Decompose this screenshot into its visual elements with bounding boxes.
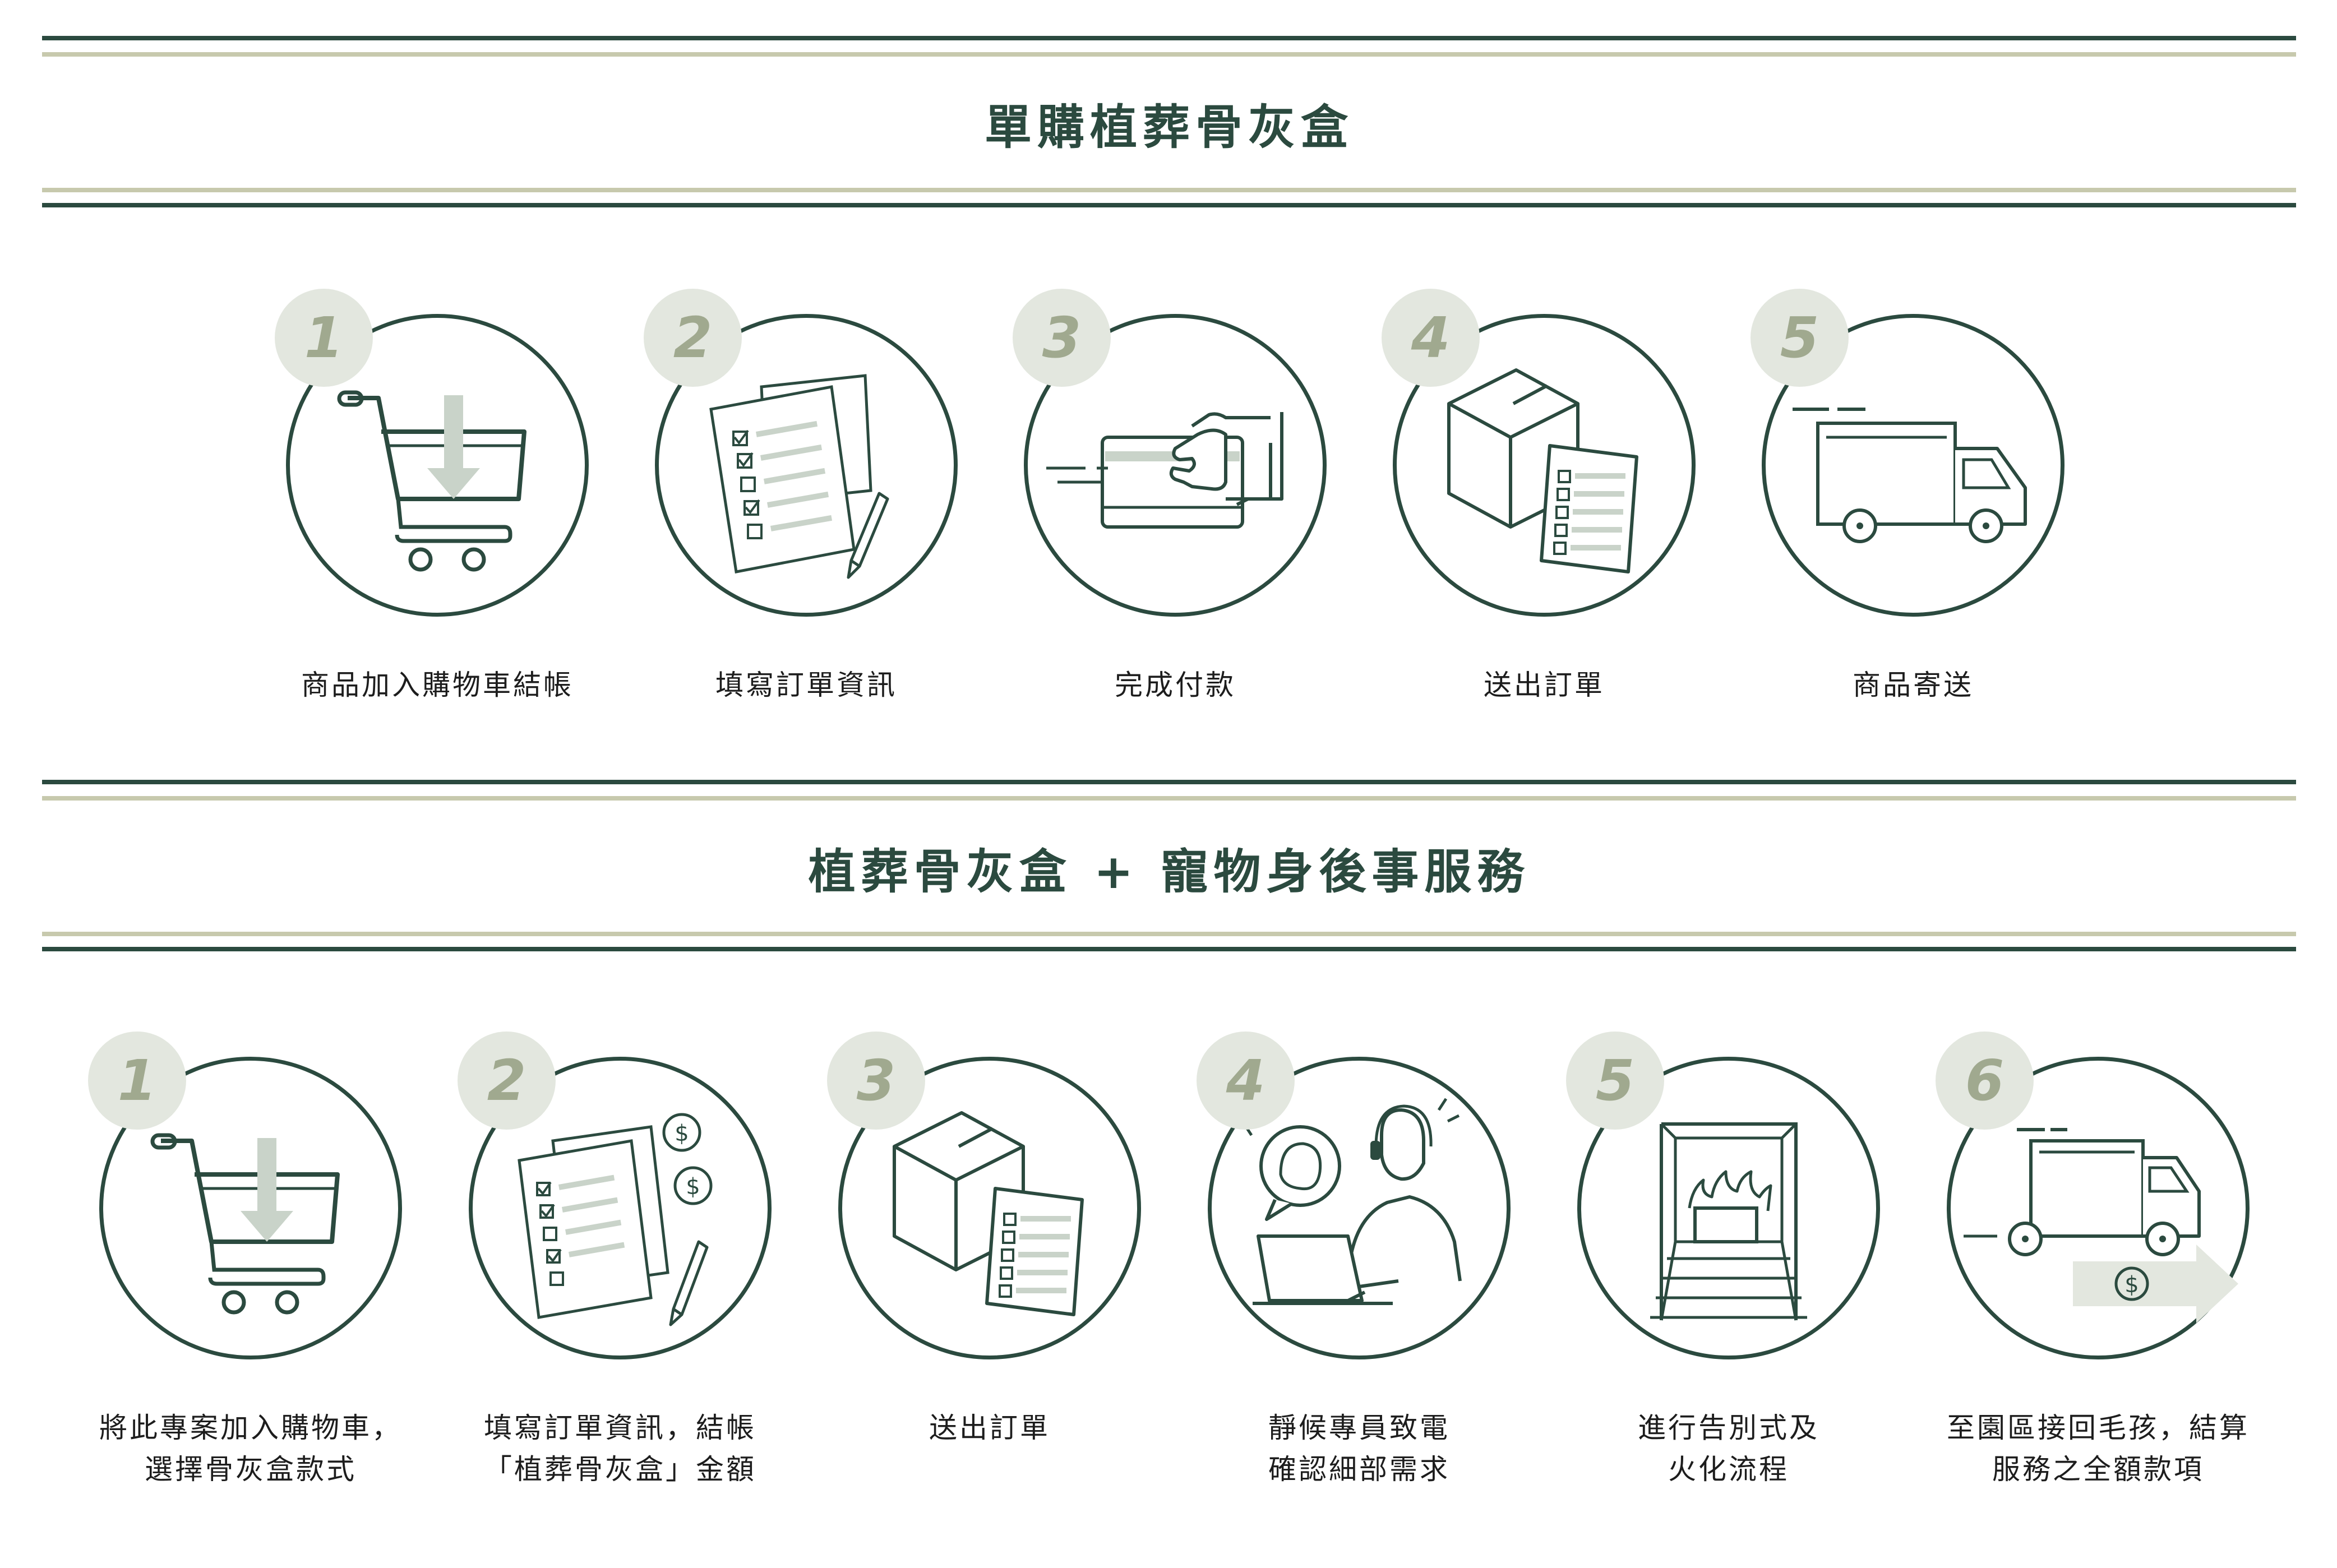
step-label-line: 火化流程 (1668, 1453, 1789, 1486)
step-number-badge: 5 (1566, 1032, 1664, 1130)
step-label-text: 填寫訂單資訊 (715, 669, 897, 701)
step-label: 靜候專員致電確認細部需求 (1180, 1407, 1539, 1490)
step-6: $6 (1936, 1032, 2250, 1359)
step-label-line: 將此專案加入購物車， (99, 1412, 402, 1444)
box-order-icon (1447, 368, 1638, 573)
step-number-badge: 1 (88, 1032, 186, 1130)
section2-top-rule-light (42, 796, 2296, 801)
shopping-cart-icon (150, 1133, 340, 1315)
step-number-badge: 1 (275, 289, 373, 387)
step-label: 填寫訂單資訊，結帳「植葬骨灰盒」金額 (441, 1407, 800, 1490)
step-label-line: 「植葬骨灰盒」金額 (484, 1453, 756, 1486)
step-3: 3 (1013, 289, 1327, 617)
step-label: 至園區接回毛孩，結算服務之全額款項 (1919, 1407, 2278, 1490)
step-label-line: 靜候專員致電 (1268, 1412, 1450, 1444)
step-label: 送出訂單 (1365, 664, 1724, 706)
step-3: 3 (827, 1032, 1141, 1359)
truck-payment-icon: $ (1964, 1128, 2238, 1323)
step-label-text: 商品加入購物車結帳 (301, 669, 574, 701)
step-1: 1 (88, 1032, 402, 1359)
step-label-text: 送出訂單 (1484, 669, 1605, 701)
step-4: 4 (1197, 1032, 1511, 1359)
section1-top-rule-dark (42, 36, 2296, 40)
step-2: $ $ 2 (458, 1032, 772, 1359)
section1-bottom-rule-dark (42, 203, 2296, 207)
step-label: 填寫訂單資訊 (627, 664, 986, 706)
step-label: 商品加入購物車結帳 (258, 664, 617, 706)
step-number-badge: 4 (1382, 289, 1480, 387)
step-number-badge: 2 (458, 1032, 556, 1130)
step-label-line: 服務之全額款項 (1992, 1453, 2204, 1486)
step-5: 5 (1751, 289, 2064, 617)
step-number-badge: 4 (1197, 1032, 1295, 1130)
step-label-line: 進行告別式及 (1638, 1412, 1819, 1444)
step-2: 2 (644, 289, 958, 617)
section2-title: 植葬骨灰盒 + 寵物身後事服務 (808, 844, 1530, 899)
customer-service-icon (1243, 1098, 1462, 1305)
step-label-line: 確認細部需求 (1268, 1453, 1450, 1486)
step-label: 送出訂單 (810, 1407, 1169, 1449)
section2-bottom-rule-light (42, 932, 2296, 936)
section2-top-rule-dark (42, 780, 2296, 784)
step-label-line: 送出訂單 (929, 1412, 1050, 1444)
section1-top-rule-light (42, 52, 2296, 57)
order-form-icon (709, 374, 889, 579)
step-number-badge: 5 (1751, 289, 1849, 387)
step-label-text: 商品寄送 (1853, 669, 1974, 701)
section1-title: 單購植葬骨灰盒 (984, 100, 1354, 155)
svg-text:$: $ (2124, 1272, 2139, 1298)
step-number-badge: 3 (1013, 289, 1111, 387)
section1-bottom-rule-light (42, 188, 2296, 192)
step-label: 完成付款 (996, 664, 1355, 706)
step-label-line: 填寫訂單資訊，結帳 (484, 1412, 756, 1444)
shopping-cart-icon (337, 390, 526, 572)
step-number-badge: 2 (644, 289, 742, 387)
step-label: 商品寄送 (1734, 664, 2093, 706)
section2-bottom-rule-dark (42, 947, 2296, 951)
step-number-badge: 3 (827, 1032, 925, 1130)
step-label: 將此專案加入購物車， 選擇骨灰盒款式 (71, 1407, 430, 1490)
cremation-icon (1650, 1122, 1807, 1321)
step-5: 5 (1566, 1032, 1880, 1359)
svg-text:$: $ (686, 1174, 700, 1200)
step-number-badge: 6 (1936, 1032, 2034, 1130)
step-label-line: 選擇骨灰盒款式 (145, 1453, 357, 1486)
step-label-text: 完成付款 (1115, 669, 1236, 701)
order-form-money-icon: $ $ (518, 1113, 713, 1326)
delivery-truck-icon (1793, 408, 2027, 543)
step-label: 進行告別式及火化流程 (1549, 1407, 1908, 1490)
card-payment-icon (1046, 412, 1283, 529)
step-label-line: 至園區接回毛孩，結算 (1947, 1412, 2250, 1444)
box-order-icon (893, 1111, 1084, 1316)
step-1: 1 (275, 289, 589, 617)
svg-text:$: $ (675, 1121, 689, 1146)
step-4: 4 (1382, 289, 1696, 617)
